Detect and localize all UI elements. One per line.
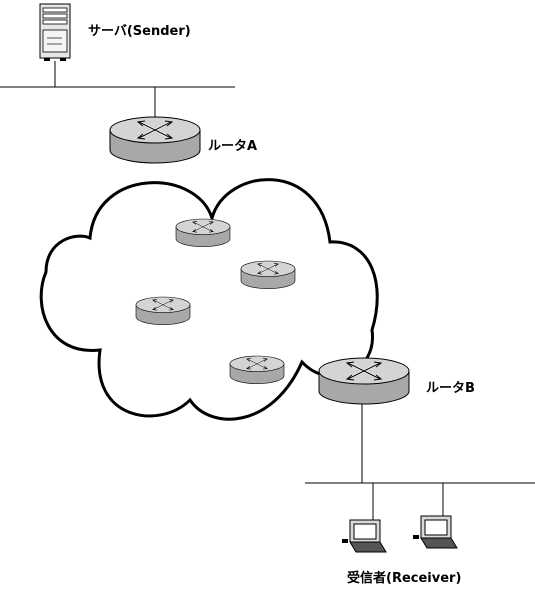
cloud-network-icon xyxy=(39,178,379,421)
internal-router-2 xyxy=(240,260,296,290)
internal-router-1 xyxy=(175,218,231,248)
router-b-icon xyxy=(317,356,411,406)
server-tower-icon xyxy=(39,3,71,61)
receivers-label: 受信者(Receiver) xyxy=(347,571,462,586)
receiver-laptop-1-icon xyxy=(341,519,387,553)
internal-router-3 xyxy=(135,296,191,326)
receiver-laptop-2-icon xyxy=(412,515,458,549)
top-lan-segment xyxy=(0,61,235,125)
router-a-icon xyxy=(108,115,202,165)
bottom-lan-segment xyxy=(305,404,535,521)
server-label: サーバ(Sender) xyxy=(88,24,191,39)
internal-router-4 xyxy=(229,355,285,385)
router-b-label: ルータB xyxy=(426,381,475,396)
router-a-label: ルータA xyxy=(208,139,258,154)
